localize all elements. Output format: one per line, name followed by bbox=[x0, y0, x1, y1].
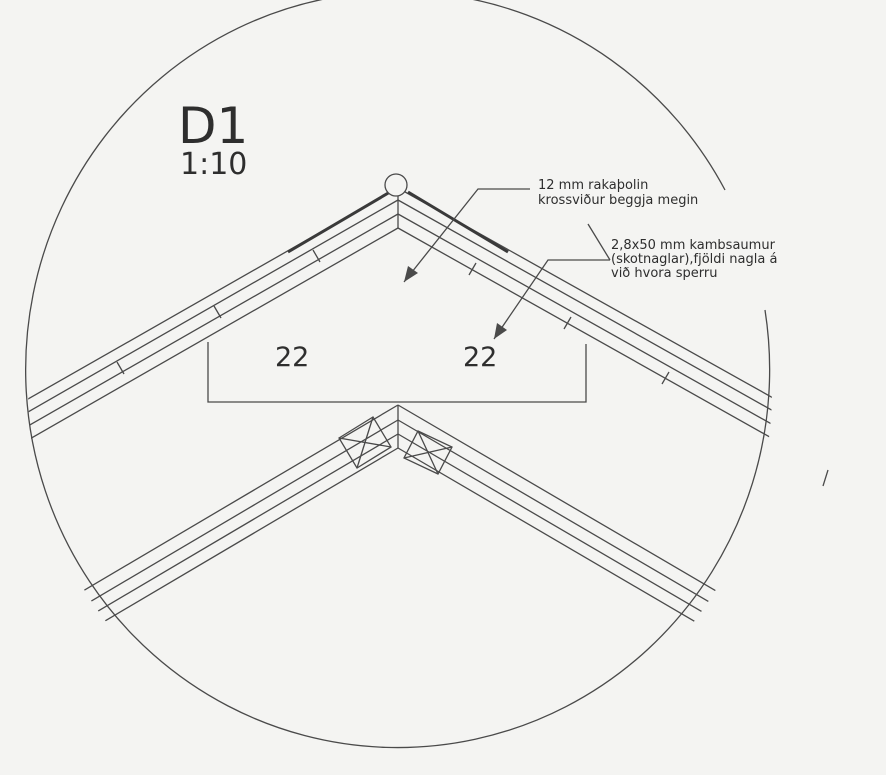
lower-left-rafter bbox=[28, 404, 399, 684]
roof-strip-left bbox=[287, 190, 391, 254]
gusset-plate bbox=[207, 342, 587, 403]
upper-right-rafter bbox=[397, 187, 772, 455]
detail-circle bbox=[25, 0, 771, 749]
circle-stroke-mark bbox=[822, 469, 829, 487]
nails-label-line3: við hvora sperru bbox=[611, 266, 717, 281]
upper-left-rafter bbox=[28, 187, 399, 457]
cross-box-left bbox=[338, 416, 392, 469]
roof-strip-right bbox=[407, 190, 509, 254]
plywood-label-line2: krossviður beggja megin bbox=[538, 193, 698, 208]
leader-nails bbox=[493, 223, 611, 340]
plywood-label-line1: 12 mm rakaþolin bbox=[538, 178, 648, 193]
lower-right-rafter bbox=[397, 404, 772, 684]
gusset-number-right: 22 bbox=[463, 342, 497, 373]
nails-label-line2: (skotnaglar),fjöldi nagla á bbox=[611, 252, 777, 267]
leader-plywood bbox=[403, 188, 530, 283]
detail-scale: 1:10 bbox=[180, 147, 247, 182]
gusset-number-left: 22 bbox=[275, 342, 309, 373]
ridge-knob bbox=[384, 173, 408, 197]
nails-label-line1: 2,8x50 mm kambsaumur bbox=[611, 238, 776, 253]
rafter-ticks bbox=[116, 249, 670, 385]
detail-id: D1 bbox=[178, 97, 248, 155]
cross-box-right bbox=[403, 430, 453, 475]
